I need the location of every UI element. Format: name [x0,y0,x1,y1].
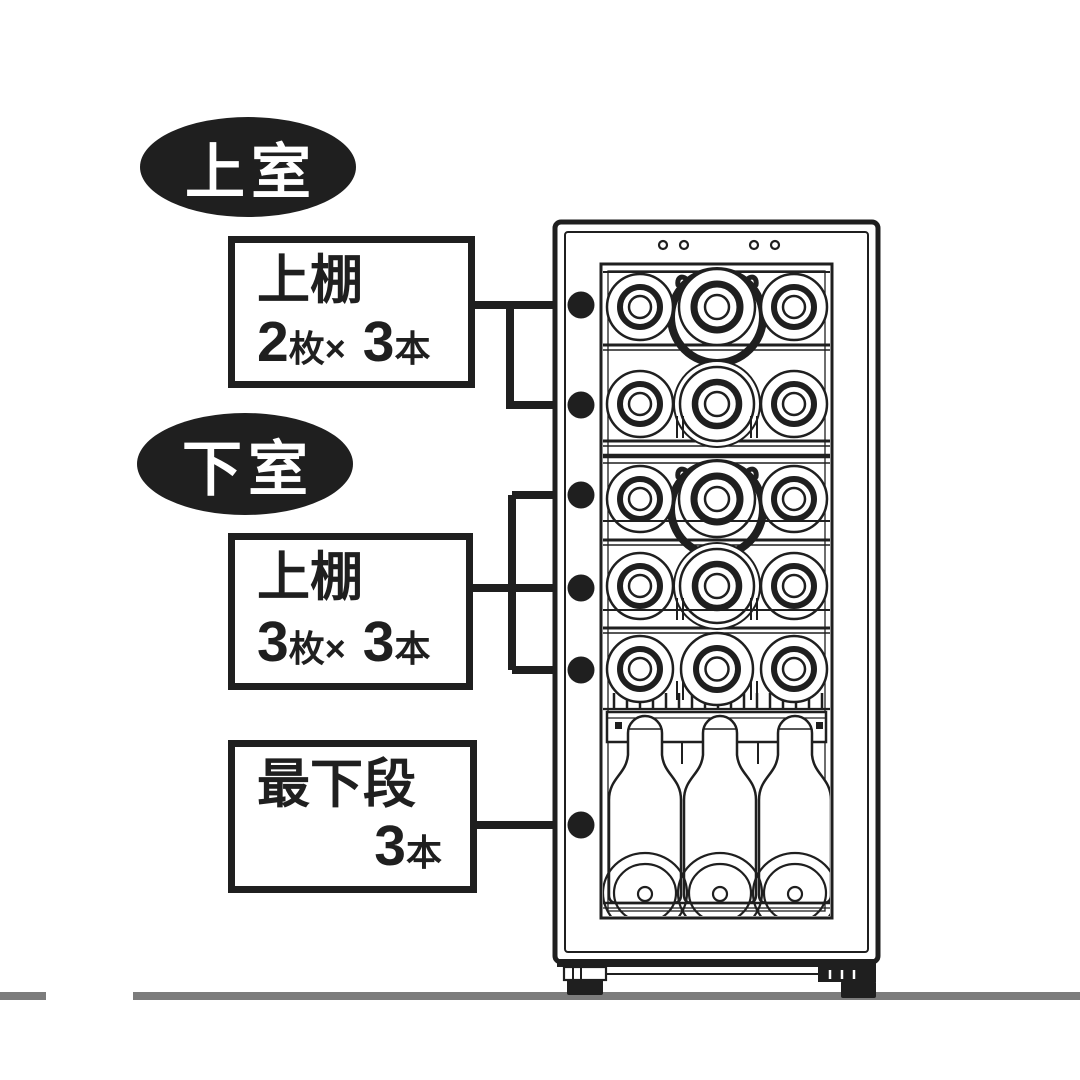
callout-quantity: 3 本 [257,813,450,879]
multiply-sign: × [324,327,346,369]
chamber-badge-label: 上室 [185,138,317,206]
bottle-end [679,631,755,707]
bottle-row-4 [603,542,830,630]
callout-title: 最下段 [257,755,416,814]
bottle-end [759,464,829,534]
bottle-end [677,267,757,347]
bottle-end [759,634,829,704]
callout-title: 上棚 [257,548,363,607]
bottle-bases [603,851,830,916]
bottle-qty: 3 [374,813,406,878]
floor-line [0,992,1080,1000]
chamber-badge-lower: 下室 [137,413,353,515]
callout-bottom-row: 最下段 3 本 [228,740,477,893]
control-led-icons [657,239,781,251]
bottle-end [605,464,675,534]
bottle-row-3 [603,459,830,539]
bottle-end [677,459,757,539]
bottle-end [759,551,829,621]
callout-lower-chamber-shelf: 上棚 3 枚 × 3 本 [228,533,473,690]
bottle-end [673,542,761,630]
chamber-badge-upper: 上室 [140,117,356,217]
bottle-unit: 本 [394,628,431,669]
bottle-end [605,272,675,342]
bottle-row-5 [605,631,829,707]
connection-dots [567,291,595,839]
bottle-unit: 本 [394,327,431,369]
shelf-unit: 枚 [288,327,325,369]
shelf-qty: 2 [257,309,289,374]
callout-quantity: 3 枚 × 3 本 [257,609,446,675]
bottle-qty: 3 [362,610,395,674]
bottle-end [605,369,675,439]
cellar-base [557,959,876,998]
callout-title: 上棚 [257,251,363,310]
callout-quantity: 2 枚 × 3 本 [257,309,448,375]
cellar-foot-left [562,965,608,995]
callout-upper-chamber-shelf: 上棚 2 枚 × 3 本 [228,236,475,388]
cellar-foot-right [818,967,876,998]
cellar-interior [603,267,830,916]
bottle-unit: 本 [405,831,442,873]
bottle-end [759,369,829,439]
bottle-qty: 3 [362,309,395,374]
bottle-row-1 [605,267,829,347]
bottle-row-2 [605,360,829,448]
bottle-end [759,272,829,342]
standing-bottles [607,714,830,905]
shelf-unit: 枚 [288,628,325,669]
chamber-badge-label: 下室 [182,435,314,503]
multiply-sign: × [324,628,346,669]
bottle-end [605,634,675,704]
bottle-end [673,360,761,448]
shelf-qty: 3 [257,610,289,674]
